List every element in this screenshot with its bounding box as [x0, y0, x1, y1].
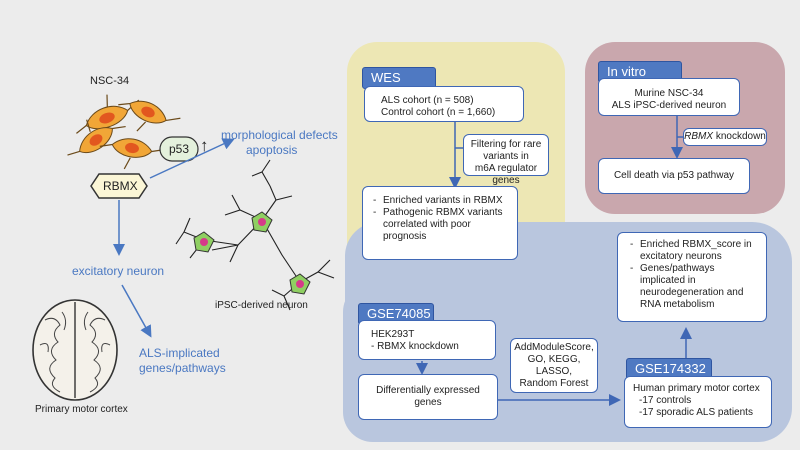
p53-pill	[159, 136, 199, 162]
invitro-cells-line-2: ALS iPSC-derived neuron	[611, 100, 727, 111]
knockdown-box: RBMX knockdown	[683, 128, 767, 146]
wes-result-1: Enriched variants in RBMX	[373, 195, 513, 207]
methods-line-3: LASSO,	[535, 366, 573, 377]
p53-up-arrow: ↑	[200, 136, 209, 155]
wes-result-box: Enriched variants in RBMX Pathogenic RBM…	[362, 186, 518, 260]
cohort-box: ALS cohort (n = 508) Control cohort (n =…	[364, 86, 524, 122]
ipsc-neuron-bodies	[193, 211, 311, 295]
gse-result-2: Genes/pathways implicated in neurodegene…	[630, 263, 762, 311]
hek-line-1: HEK293T	[371, 329, 415, 340]
motor-line-3: -17 sporadic ALS patients	[639, 407, 753, 418]
nsc34-cells-illustration	[67, 94, 181, 170]
nsc34-label: NSC-34	[90, 75, 130, 87]
brain-illustration	[32, 299, 118, 401]
ipsc-neuron-illustration	[175, 159, 335, 311]
filter-box: Filtering for rare variants in m6A regul…	[463, 134, 549, 186]
primary-motor-cortex-label: Primary motor cortex	[35, 404, 128, 415]
cell-death-box: Cell death via p53 pathway	[598, 158, 750, 194]
p53-label: p53	[169, 142, 190, 156]
excitatory-neuron-label: excitatory neuron	[72, 264, 165, 278]
als-genes-label-line2: genes/pathways	[139, 361, 226, 375]
rbmx-hexagon	[90, 173, 148, 199]
hek-line-2: - RBMX knockdown	[371, 341, 459, 352]
ipsc-neuron-label: iPSC-derived neuron	[215, 300, 308, 311]
knockdown-text: knockdown	[713, 131, 766, 142]
deg-line-2: genes	[414, 397, 442, 408]
knockdown-gene: RBMX	[684, 131, 714, 142]
wes-result-2: Pathogenic RBMX variants correlated with…	[373, 207, 513, 243]
invitro-cells-line-1: Murine NSC-34	[634, 88, 704, 99]
rbmx-label: RBMX	[103, 179, 138, 193]
als-genes-label-line1: ALS-implicated	[139, 346, 220, 360]
hek-box: HEK293T - RBMX knockdown	[358, 320, 496, 360]
filter-line-3: m6A regulator genes	[474, 163, 538, 186]
defects-label-line1: morphological defects	[221, 128, 338, 142]
defects-label-line2: apoptosis	[246, 143, 298, 157]
gse-result-box: Enriched RBMX_score in excitatory neuron…	[617, 232, 767, 322]
filter-line-2: variants in	[483, 151, 529, 162]
motor-line-1: Human primary motor cortex	[633, 383, 760, 394]
cohort-line-2: Control cohort (n = 1,660)	[381, 107, 496, 118]
motor-line-2: -17 controls	[639, 395, 692, 406]
filter-line-1: Filtering for rare	[470, 139, 542, 150]
motor-cortex-box: Human primary motor cortex -17 controls …	[624, 376, 772, 428]
cell-death-label: Cell death via p53 pathway	[613, 170, 735, 181]
invitro-cells-box: Murine NSC-34 ALS iPSC-derived neuron	[598, 78, 740, 116]
methods-box: AddModuleScore, GO, KEGG, LASSO, Random …	[510, 338, 598, 393]
deg-box: Differentially expressed genes	[358, 374, 498, 420]
methods-line-4: Random Forest	[519, 378, 589, 389]
methods-line-1: AddModuleScore,	[514, 342, 594, 353]
gse174332-tag: GSE174332	[626, 358, 712, 380]
methods-line-2: GO, KEGG,	[527, 354, 581, 365]
gse-result-1: Enriched RBMX_score in excitatory neuron…	[630, 239, 762, 263]
deg-line-1: Differentially expressed	[376, 385, 480, 396]
cohort-line-1: ALS cohort (n = 508)	[381, 95, 474, 106]
